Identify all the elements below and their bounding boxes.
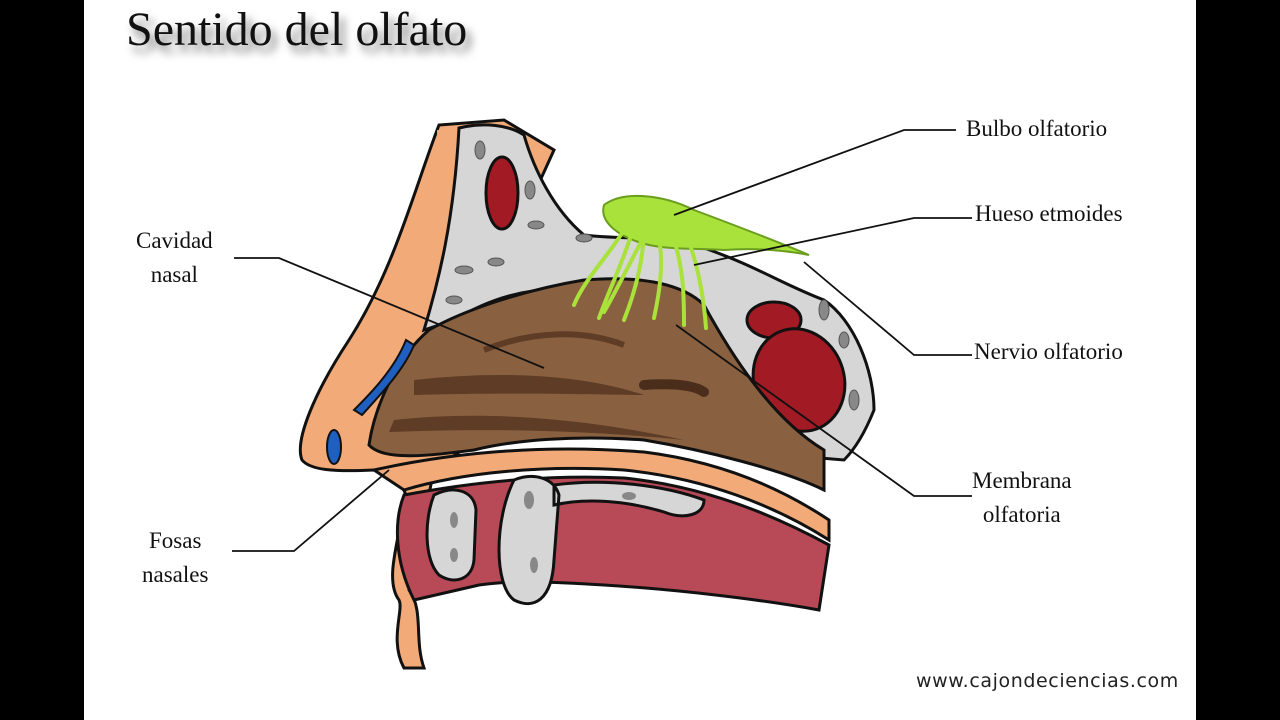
page-title: Sentido del olfato xyxy=(126,3,468,56)
olfactory-bulb-shape xyxy=(602,194,810,256)
diagram-canvas: Sentido del olfato xyxy=(84,0,1196,720)
leader-hueso xyxy=(693,217,972,266)
label-membrana-line2: olfatoria xyxy=(982,502,1061,527)
nasal-vein xyxy=(352,338,416,417)
maxilla-bone-back xyxy=(497,475,706,606)
label-fosas-line1: Fosas xyxy=(149,528,202,553)
label-hueso-etmoides: Hueso etmoides xyxy=(975,201,1123,226)
label-cavidad-nasal: Cavidad nasal xyxy=(136,224,213,292)
leader-nervio xyxy=(803,261,972,356)
frontal-sinus xyxy=(484,155,520,231)
leader-bulbo xyxy=(673,129,956,216)
label-fosas-nasales: Fosas nasales xyxy=(142,524,208,592)
label-nervio-olfatorio: Nervio olfatorio xyxy=(974,339,1123,364)
label-membrana-line1: Membrana xyxy=(972,468,1072,493)
nostril-vein xyxy=(326,429,342,465)
leader-cavidad xyxy=(234,257,545,369)
label-cavidad-line2: nasal xyxy=(150,262,198,287)
leader-membrana xyxy=(675,324,972,497)
nose-illustration xyxy=(232,118,972,670)
leader-fosas xyxy=(232,469,390,552)
website-credit: www.cajondeciencias.com xyxy=(916,670,1179,692)
label-cavidad-line1: Cavidad xyxy=(136,228,213,253)
label-membrana-olfatoria: Membrana olfatoria xyxy=(972,464,1072,532)
label-fosas-line2: nasales xyxy=(142,562,209,587)
maxilla-bone-front xyxy=(425,488,478,582)
label-bulbo-olfatorio: Bulbo olfatorio xyxy=(966,116,1108,141)
